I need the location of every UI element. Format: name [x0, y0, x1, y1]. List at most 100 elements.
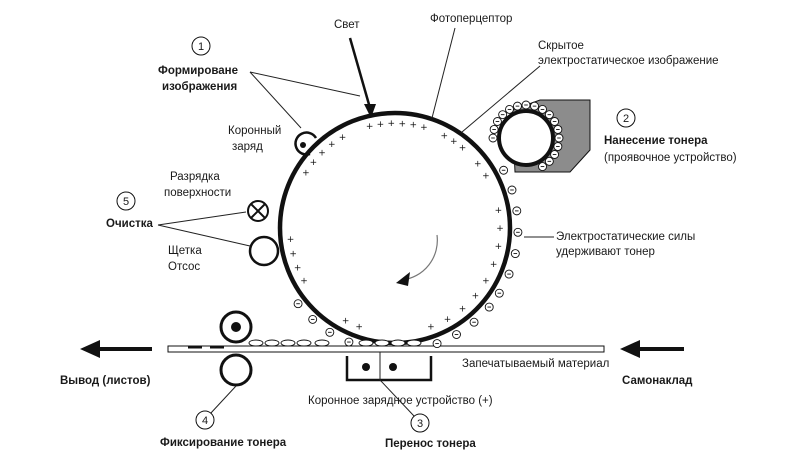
positive-charge-mark: + — [495, 242, 503, 252]
corona-label-1: Коронный — [228, 125, 281, 137]
positive-charge-mark: + — [302, 168, 310, 178]
positive-charge-mark: + — [388, 119, 396, 129]
step-3-marker — [410, 413, 430, 433]
step-2-number: 2 — [623, 113, 629, 125]
latent-image-leader — [461, 65, 541, 133]
fuser-roller-bottom — [219, 353, 253, 387]
discharge-lamp-x2 — [250, 203, 266, 219]
step-1-title-1: Формироване — [158, 65, 238, 77]
forces-label-1: Электростатические силы — [556, 231, 695, 243]
positive-charge-mark: + — [427, 323, 435, 333]
paper-toner-particle — [314, 339, 330, 347]
step-1-title-2: изображения — [162, 81, 237, 93]
positive-charge-mark: + — [328, 140, 336, 150]
drum-charge-marks: +++++++++++++++++++++++++++++++ — [287, 119, 523, 349]
positive-charge-mark: + — [441, 131, 449, 141]
rotation-arrow-head — [396, 272, 410, 286]
developer-roller — [497, 109, 555, 167]
positive-charge-mark: + — [294, 263, 302, 273]
rotation-arrow — [401, 234, 438, 281]
fused-toner-mark — [188, 345, 202, 349]
output-label: Вывод (листов) — [60, 375, 151, 387]
positive-charge-mark: + — [459, 144, 467, 154]
paper-toner-particle — [390, 339, 406, 347]
positive-charge-mark: + — [482, 172, 490, 182]
feed-label: Самонаклад — [622, 375, 693, 387]
positive-charge-mark: + — [355, 323, 363, 333]
paper-toner-particles — [188, 339, 422, 349]
positive-charge-mark: + — [474, 159, 482, 169]
transfer-corona-housing — [345, 356, 433, 382]
fuser-roller-top-center — [231, 322, 241, 332]
step-4-marker — [195, 410, 215, 430]
transfer-corona-label: Коронное зарядное устройство (+) — [308, 395, 493, 407]
step-2-subtitle: (проявочное устройство) — [604, 152, 737, 164]
light-label: Свет — [334, 19, 360, 31]
light-arrow-head — [364, 104, 376, 118]
positive-charge-mark: + — [289, 249, 297, 259]
positive-charge-mark: + — [287, 235, 295, 245]
paper-toner-particle — [264, 339, 280, 347]
photoreceptor-drum — [277, 110, 513, 346]
photoreceptor-leader — [431, 27, 456, 119]
corona-wire-dot — [300, 142, 306, 148]
positive-charge-mark: + — [318, 148, 326, 158]
paper-toner-particle — [280, 339, 296, 347]
paper-toner-particle — [296, 339, 312, 347]
discharge-label-2: поверхности — [164, 187, 231, 199]
positive-charge-mark: + — [409, 121, 417, 131]
paper-toner-particle — [248, 339, 264, 347]
step-3-number: 3 — [417, 418, 423, 430]
print-material-sheet — [167, 345, 605, 353]
step-5-leader-a — [157, 211, 247, 226]
feed-arrow-head — [620, 340, 640, 358]
transfer-wire-left — [362, 363, 370, 371]
positive-charge-mark: + — [366, 122, 374, 132]
positive-charge-mark: + — [495, 206, 503, 216]
step-5-marker — [116, 191, 136, 211]
light-beam-arrow — [348, 37, 372, 109]
photoreceptor-label: Фотоперцептор — [430, 13, 512, 25]
step-4-number: 4 — [202, 415, 208, 427]
latent-image-label-2: электростатическое изображение — [538, 55, 719, 67]
positive-charge-mark: + — [472, 291, 480, 301]
positive-charge-mark: + — [444, 315, 452, 325]
step-1-leader-b — [249, 71, 302, 129]
transfer-wire-right — [389, 363, 397, 371]
fused-toner-mark — [210, 345, 224, 349]
step-5-title: Очистка — [106, 218, 153, 230]
paper-toner-particle — [358, 339, 374, 347]
paper-toner-particle — [406, 339, 422, 347]
discharge-label-1: Разрядка — [170, 171, 220, 183]
step-1-leader-a — [249, 71, 361, 97]
forces-label-2: удерживают тонер — [556, 246, 655, 258]
step-3-leader — [379, 379, 415, 417]
step-1-marker — [191, 36, 211, 56]
positive-charge-mark: + — [482, 277, 490, 287]
step-2-title: Нанесение тонера — [604, 135, 708, 147]
step-5-number: 5 — [123, 196, 129, 208]
step-4-leader — [209, 385, 237, 415]
positive-charge-mark: + — [339, 133, 347, 143]
positive-charge-mark: + — [342, 317, 350, 327]
corona-charger-icon — [294, 131, 318, 156]
step-4-title: Фиксирование тонера — [160, 437, 287, 449]
positive-charge-mark: + — [496, 224, 504, 234]
print-material-label: Запечатываемый материал — [462, 358, 609, 370]
paper-toner-particle — [374, 339, 390, 347]
positive-charge-mark: + — [420, 123, 428, 133]
corona-label-2: заряд — [232, 141, 263, 153]
brush-label-2: Отсос — [168, 261, 200, 273]
positive-charge-mark: + — [310, 158, 318, 168]
developer-toner-particles — [488, 100, 564, 172]
step-3-title: Перенос тонера — [385, 438, 476, 450]
positive-charge-mark: + — [399, 119, 407, 129]
step-5-leader-b — [157, 224, 251, 247]
positive-charge-mark: + — [450, 137, 458, 147]
latent-image-label-1: Скрытое — [538, 40, 584, 52]
positive-charge-mark: + — [490, 260, 498, 270]
step-2-marker — [616, 108, 636, 128]
cleaning-brush — [248, 235, 280, 267]
positive-charge-mark: + — [300, 277, 308, 287]
